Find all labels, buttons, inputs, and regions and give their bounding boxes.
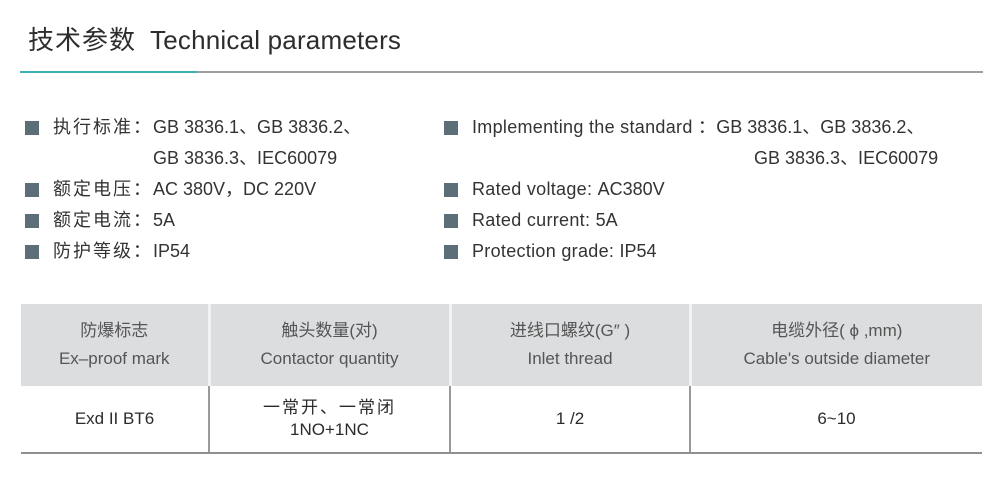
title-divider — [20, 71, 983, 73]
spec-value: AC 380V，DC 220V — [153, 179, 317, 199]
spec-value: 5A — [153, 210, 176, 230]
cell-inlet-thread: 1 /2 — [449, 386, 690, 454]
spec-value: IP54 — [619, 241, 657, 261]
cell-cable-diameter: 6~10 — [689, 386, 982, 454]
square-bullet-icon — [25, 183, 39, 197]
spec-value: GB 3836.1、GB 3836.2、 — [716, 117, 925, 137]
spec-label: Protection grade: — [472, 241, 620, 261]
spec-label: 执行标准： — [53, 117, 153, 137]
spec-value: GB 3836.1、GB 3836.2、 — [153, 117, 362, 137]
spec-value: 5A — [595, 210, 618, 230]
square-bullet-icon — [25, 121, 39, 135]
spec-label: 额定电流： — [53, 210, 153, 230]
page-title: 技术参数 Technical parameters — [28, 20, 401, 57]
spec-label: 防护等级： — [53, 241, 153, 261]
square-bullet-icon — [25, 214, 39, 228]
spec-value-continued: GB 3836.3、IEC60079 — [754, 148, 939, 168]
column-header-inlet-thread: 进线口螺纹(G″ )Inlet thread — [448, 304, 690, 386]
spec-label: Rated voltage: — [472, 179, 598, 199]
page-title-en: Technical parameters — [150, 25, 402, 55]
title-accent-bar — [20, 71, 197, 73]
spec-label: 额定电压： — [53, 179, 153, 199]
square-bullet-icon — [444, 183, 458, 197]
cell-ex-mark: Exd II BT6 — [21, 386, 209, 454]
square-bullet-icon — [444, 121, 458, 135]
spec-value-continued: GB 3836.3、IEC60079 — [153, 148, 338, 168]
spec-label: Implementing the standard ： — [472, 117, 717, 137]
column-header-contactor-quantity: 触头数量(对)Contactor quantity — [207, 304, 450, 386]
square-bullet-icon — [25, 245, 39, 259]
spec-value: IP54 — [153, 241, 191, 261]
spec-value: AC380V — [597, 179, 665, 199]
square-bullet-icon — [444, 245, 458, 259]
spec-label: Rated current: — [472, 210, 596, 230]
square-bullet-icon — [444, 214, 458, 228]
column-header-cable-diameter: 电缆外径( ϕ ,mm)Cable's outside diameter — [688, 304, 982, 386]
page-title-cn: 技术参数 — [28, 25, 137, 55]
